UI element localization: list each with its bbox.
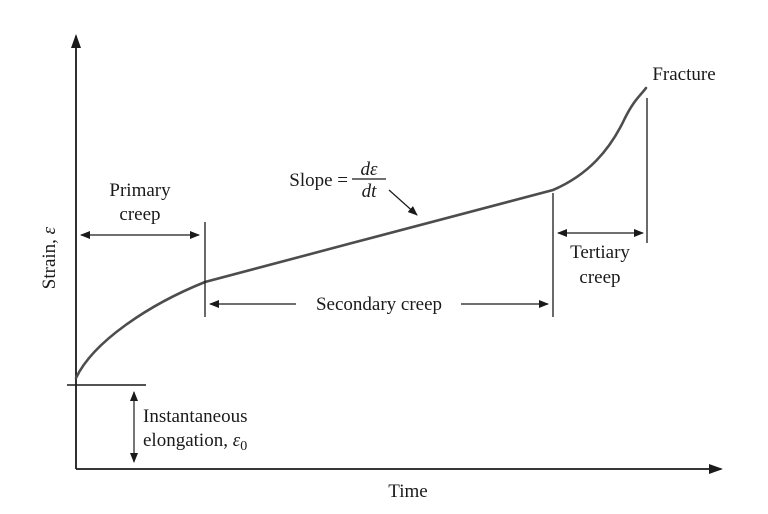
slope-pointer-arrow bbox=[388, 189, 418, 216]
slope-label-prefix: Slope = bbox=[289, 170, 348, 191]
y-axis-label: Strain, ε bbox=[39, 226, 60, 289]
slope-fraction-denominator: dt bbox=[362, 181, 378, 202]
x-axis-label: Time bbox=[388, 481, 427, 502]
slope-fraction-numerator: dε bbox=[361, 159, 379, 180]
secondary-creep-label: Secondary creep bbox=[316, 294, 442, 315]
creep-curve bbox=[74, 86, 648, 380]
epsilon-subscript: 0 bbox=[240, 439, 247, 454]
tertiary-creep-label-line1: Tertiary bbox=[570, 242, 630, 263]
epsilon-symbol: ε bbox=[233, 430, 241, 451]
fracture-label: Fracture bbox=[652, 64, 715, 85]
instantaneous-elongation-label-line2-text: elongation, bbox=[143, 430, 233, 451]
primary-creep-label-line2: creep bbox=[119, 204, 160, 225]
instantaneous-elongation-label-line1: Instantaneous bbox=[143, 406, 247, 427]
primary-creep-label-line1: Primary bbox=[109, 180, 171, 201]
instantaneous-elongation-label-line2: elongation, ε0 bbox=[143, 430, 247, 454]
tertiary-creep-label-line2: creep bbox=[579, 267, 620, 288]
y-axis-epsilon-symbol: ε bbox=[39, 226, 60, 234]
y-axis-label-text: Strain, bbox=[39, 234, 60, 289]
